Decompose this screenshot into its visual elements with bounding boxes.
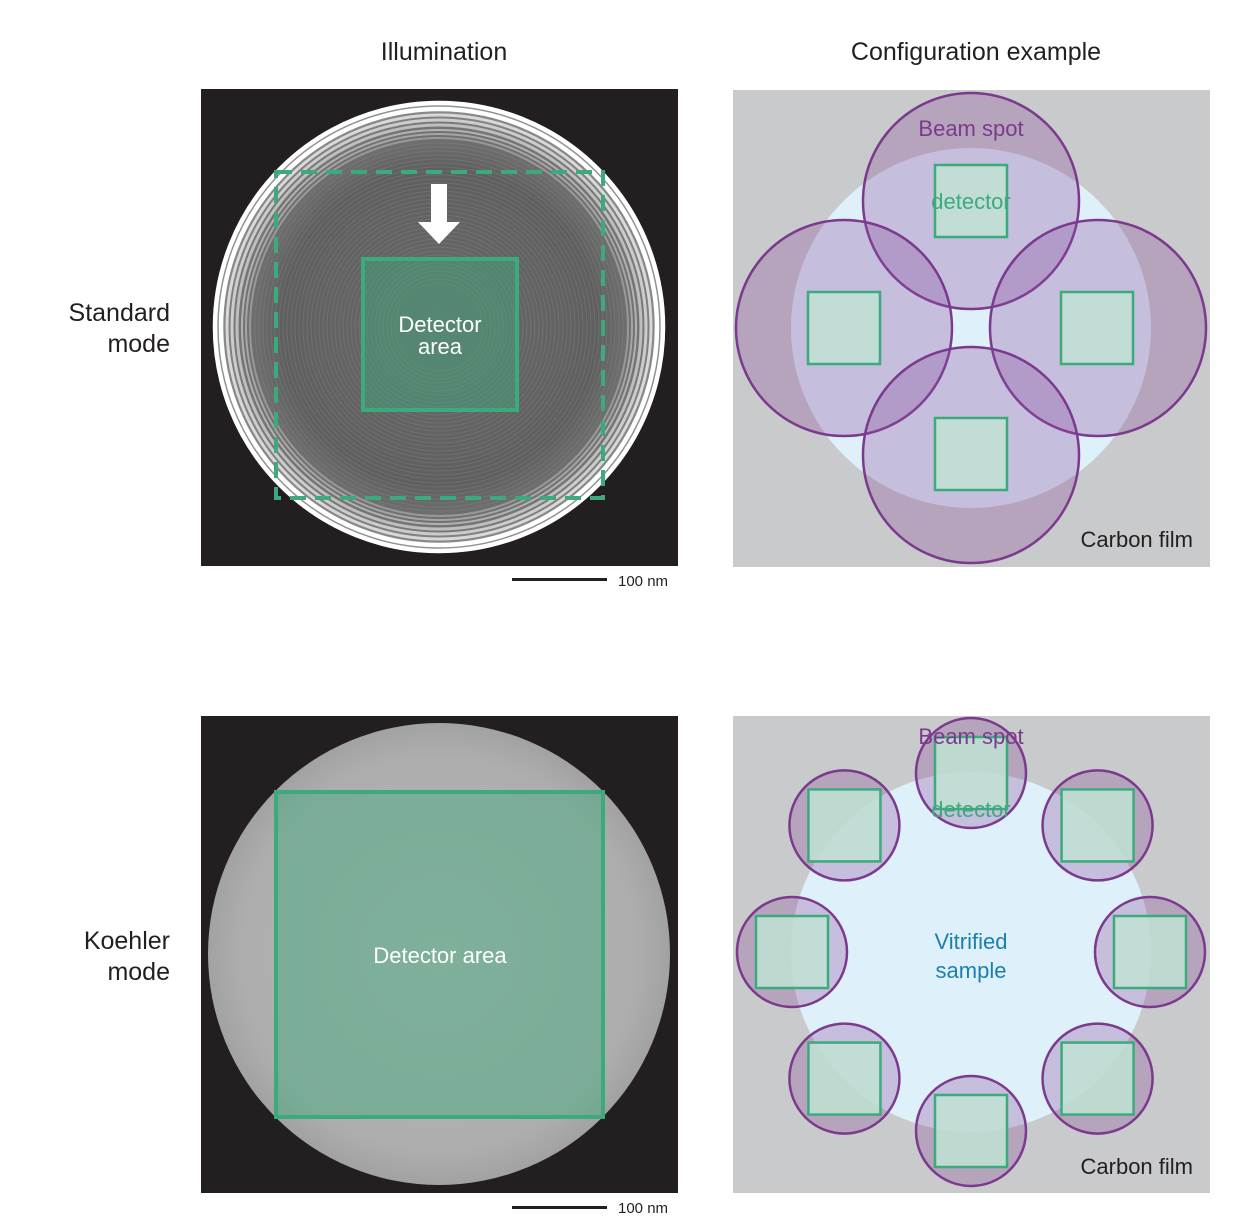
beam-spot-label: Beam spot <box>918 724 1023 749</box>
koehler-mode-label-line1: Koehler <box>83 927 170 955</box>
detector-square-bottom <box>933 416 1009 492</box>
standard-mode-label-line2: mode <box>107 330 170 358</box>
koehler-scale-label: 100 nm <box>618 1200 669 1217</box>
detector-squares <box>754 735 1188 1169</box>
fresnel-ring <box>394 282 484 372</box>
koehler-configuration-diagram: Beam spot detector Vitrified sample Carb… <box>733 716 1210 1193</box>
detector-square-bottom <box>933 1093 1009 1169</box>
fresnel-ring <box>230 118 648 536</box>
detector-square-left <box>806 290 882 366</box>
fresnel-ring <box>270 158 608 496</box>
fresnel-ring <box>218 106 660 548</box>
koehler-mode-label-line2: mode <box>107 958 170 986</box>
detector-label: detector <box>931 797 1011 822</box>
down-arrow-icon <box>418 184 460 244</box>
carbon-film-label: Carbon film <box>1081 527 1193 552</box>
koehler-illumination-image: Detector area <box>201 716 678 1193</box>
koehler-mode-label: Koehler mode <box>30 926 170 988</box>
standard-mode-label: Standard mode <box>30 298 170 360</box>
detector-label: detector <box>931 189 1011 214</box>
detector-area-box <box>274 790 605 1119</box>
fresnel-ring <box>258 146 620 508</box>
detector-square-top <box>933 163 1009 239</box>
vitrified-sample-label-line1: Vitrified <box>935 929 1008 954</box>
detector-square-right <box>1112 914 1188 990</box>
fresnel-ring <box>278 166 600 488</box>
standard-mode-label-line1: Standard <box>68 299 170 327</box>
fresnel-ring <box>245 133 633 521</box>
vitrified-sample-label-line2: sample <box>936 958 1007 983</box>
beam-spot-label: Beam spot <box>918 116 1023 141</box>
detector-square-bottom-right <box>1060 1041 1135 1116</box>
fresnel-ring <box>212 100 666 554</box>
fresnel-ring <box>249 137 629 517</box>
detector-square-top <box>933 735 1009 811</box>
beam-disk <box>208 723 670 1185</box>
standard-illumination-image: Detector area <box>201 89 678 566</box>
fresnel-ring <box>366 254 512 400</box>
standard-configuration-diagram: Beam spot detector Carbon film <box>733 90 1210 567</box>
fresnel-ring <box>241 129 637 525</box>
standard-scale-bar <box>512 578 607 581</box>
detector-area-label-line1: Detector <box>398 312 481 337</box>
fresnel-ring <box>286 174 592 480</box>
koehler-scale-bar <box>512 1206 607 1209</box>
fresnel-ring <box>390 278 488 376</box>
detector-square-left <box>754 914 830 990</box>
fresnel-ring <box>378 266 500 388</box>
scan-region-dashed-box <box>274 170 605 500</box>
fresnel-ring <box>254 142 624 512</box>
detector-square-bottom-left <box>807 1041 882 1116</box>
detector-squares <box>806 163 1135 492</box>
fresnel-ring <box>382 270 496 384</box>
fresnel-ring <box>374 262 504 392</box>
detector-area-box <box>361 257 519 412</box>
fresnel-ring <box>235 123 643 531</box>
vitrified-sample-area <box>791 148 1151 508</box>
detector-area-label: Detector area <box>373 943 507 968</box>
standard-scale-label: 100 nm <box>618 573 669 590</box>
fresnel-ring <box>386 274 492 380</box>
fresnel-ring <box>294 182 584 472</box>
beam-disk <box>213 101 665 553</box>
fresnel-ring <box>290 178 588 476</box>
detector-square-top-right <box>1060 788 1135 863</box>
fresnel-ring <box>262 150 616 504</box>
configuration-column-header: Configuration example <box>850 38 1102 66</box>
detector-area-label-line2: area <box>418 334 463 359</box>
fresnel-ring <box>225 113 653 541</box>
illumination-column-header: Illumination <box>380 38 508 66</box>
carbon-film-label: Carbon film <box>1081 1154 1193 1179</box>
detector-square-right <box>1059 290 1135 366</box>
detector-square-top-left <box>807 788 882 863</box>
fresnel-ring <box>266 154 612 500</box>
